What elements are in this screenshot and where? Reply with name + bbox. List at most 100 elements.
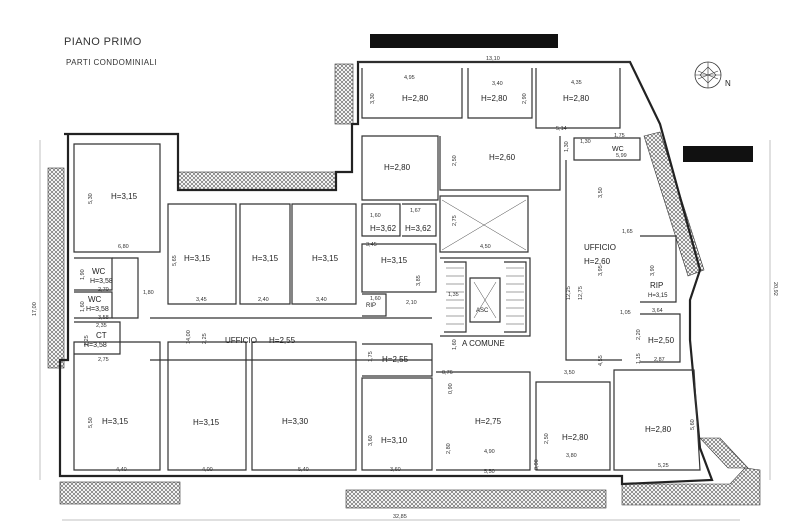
dimension-label: 1,30 xyxy=(564,141,570,152)
dimension-label: 2,35 xyxy=(96,323,107,329)
dimension-label: 3,40 xyxy=(492,81,503,87)
dimension-label: 3,85 xyxy=(416,275,422,286)
dimension-label: 3,95 xyxy=(598,265,604,276)
rip-height: H=3,15 xyxy=(648,293,668,299)
compass-label: N xyxy=(725,79,731,88)
elevator-label: ASC xyxy=(476,308,489,314)
dimension-label: 5,60 xyxy=(690,419,696,430)
dimension-label: 2,70 xyxy=(98,287,109,293)
dimension-label: 1,60 xyxy=(452,339,458,350)
dimension-label: 3,30 xyxy=(370,93,376,104)
dimension-label: 3,60 xyxy=(390,467,401,473)
dimension-label: 2,90 xyxy=(522,93,528,104)
room-label: H=2,60 xyxy=(489,153,516,162)
wc-height: H=3,58 xyxy=(86,306,109,313)
dimension-label: 1,05 xyxy=(620,310,631,316)
room-label: H=3,10 xyxy=(381,436,408,445)
dimension-label: 1,60 xyxy=(370,296,381,302)
room-label: H=2,80 xyxy=(384,163,411,172)
dimension-label: 5,25 xyxy=(658,463,669,469)
dimension-label: 4,00 xyxy=(202,467,213,473)
rip-label: RIP xyxy=(650,281,663,290)
dimension-label: 3,45 xyxy=(196,297,207,303)
dimension-label: 3,58 xyxy=(98,315,109,321)
dimension-label: 3,50 xyxy=(564,370,575,376)
dimension-label: 6,80 xyxy=(118,244,129,250)
ct-height: H=3,58 xyxy=(84,342,107,349)
room-labels: H=2,80 H=2,80 H=2,80 H=2,80 H=2,60 H=3,1… xyxy=(102,94,675,445)
redaction-bar xyxy=(370,34,558,48)
dimension-label: 3,90 xyxy=(650,265,656,276)
dimension-label: 2,87 xyxy=(654,357,665,363)
page-subtitle: PARTI CONDOMINIALI xyxy=(66,58,157,67)
dimension-label: 32,85 xyxy=(393,514,407,520)
room-label: H=2,50 xyxy=(648,336,675,345)
dimension-label: 4,90 xyxy=(484,449,495,455)
page-title: PIANO PRIMO xyxy=(64,36,142,48)
dimension-label: 5,14 xyxy=(556,126,567,132)
room-label: H=3,15 xyxy=(102,417,129,426)
room-label: H=3,15 xyxy=(312,254,339,263)
dimension-label: 1,75 xyxy=(368,351,374,362)
dimension-label: 2,40 xyxy=(258,297,269,303)
dimension-label: 3,40 xyxy=(316,297,327,303)
room-label: H=3,15 xyxy=(193,418,220,427)
dimension-label: 20,92 xyxy=(772,282,778,296)
dimension-label: 4,95 xyxy=(404,75,415,81)
dimension-label: 2,75 xyxy=(98,357,109,363)
rip-label: RIP xyxy=(366,303,376,309)
dimension-label: 5,30 xyxy=(88,193,94,204)
dimension-label: 14,00 xyxy=(186,330,192,344)
corridor-height-label: H=2,55 xyxy=(269,336,296,345)
room-label: H=2,80 xyxy=(562,433,589,442)
dimension-lines xyxy=(39,61,771,521)
dimension-label: 1,75 xyxy=(614,133,625,139)
room-label: H=2,80 xyxy=(481,94,508,103)
dimension-label: 4,35 xyxy=(571,80,582,86)
ufficio-east-height: H=2,60 xyxy=(584,257,611,266)
stair-marks xyxy=(441,199,527,325)
dimension-label: 12,75 xyxy=(578,286,584,300)
dimension-label: 0,76 xyxy=(442,370,453,376)
dimension-label: 2,75 xyxy=(452,215,458,226)
dimension-label: 4,55 xyxy=(598,355,604,366)
wc-height: H=3,58 xyxy=(90,278,113,285)
dimension-label: 2,20 xyxy=(636,329,642,340)
room-label: H=3,30 xyxy=(282,417,309,426)
dimension-label: 1,65 xyxy=(622,229,633,235)
room-label: H=3,62 xyxy=(405,224,432,233)
dimension-label: 1,15 xyxy=(636,353,642,364)
dimension-label: 17,00 xyxy=(32,302,38,316)
dimension-label: 0,90 xyxy=(448,383,454,394)
a-comune-label: A COMUNE xyxy=(462,339,505,348)
wc-label: WC xyxy=(88,295,102,304)
dimension-label: 5,99 xyxy=(616,153,627,159)
dimension-label: 4,50 xyxy=(480,244,491,250)
room-label: H=3,15 xyxy=(184,254,211,263)
dimension-label: 2,25 xyxy=(202,333,208,344)
redaction-bar xyxy=(683,146,753,162)
outer-walls xyxy=(58,60,714,486)
ct-label: CT xyxy=(96,331,107,340)
wc-label: WC xyxy=(612,146,624,153)
interior-walls xyxy=(73,68,701,471)
dimension-label: 2,50 xyxy=(544,433,550,444)
dimension-label: 3,80 xyxy=(566,453,577,459)
dimension-label: 12,25 xyxy=(566,286,572,300)
room-label: H=3,15 xyxy=(111,192,138,201)
dimension-label: 2,50 xyxy=(452,155,458,166)
ufficio-east-label: UFFICIO xyxy=(584,243,616,252)
room-label: H=3,15 xyxy=(252,254,279,263)
dimension-label: 3,45 xyxy=(366,242,377,248)
room-label: H=3,62 xyxy=(370,224,397,233)
dimension-label: 5,65 xyxy=(172,255,178,266)
dimension-label: 2,25 xyxy=(84,335,90,346)
dimension-label: 1,67 xyxy=(410,208,421,214)
dimension-label: 5,50 xyxy=(484,469,495,475)
dimension-label: 5,50 xyxy=(88,417,94,428)
dimension-label: 3,60 xyxy=(368,435,374,446)
dimension-label: 4,40 xyxy=(116,467,127,473)
dimension-label: 1,35 xyxy=(448,292,459,298)
dimension-label: 3,64 xyxy=(652,308,663,314)
